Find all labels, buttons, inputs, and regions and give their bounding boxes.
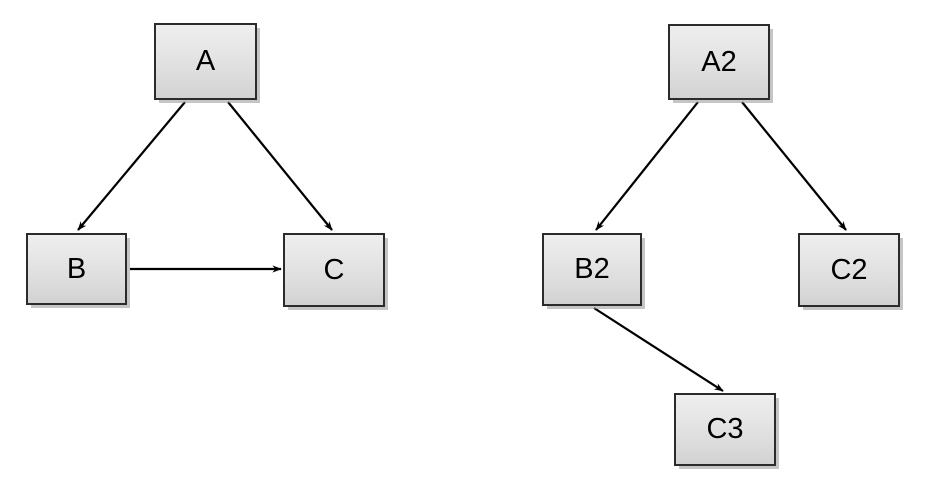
- node-label: A: [195, 45, 216, 77]
- node-a[interactable]: A: [154, 23, 257, 100]
- node-a2[interactable]: A2: [668, 24, 770, 100]
- node-label: B2: [574, 253, 610, 285]
- node-label: C: [323, 253, 345, 286]
- node-b[interactable]: B: [26, 233, 127, 305]
- edge-a-to-b: [77, 101, 186, 231]
- edge-a-to-c: [227, 101, 333, 231]
- node-b2[interactable]: B2: [542, 233, 642, 306]
- node-label: B: [66, 252, 87, 285]
- node-c3[interactable]: C3: [674, 393, 776, 466]
- node-label: C3: [706, 413, 744, 445]
- node-label: C2: [830, 253, 868, 286]
- edge-a2-to-b2: [595, 101, 699, 231]
- edge-b2-to-c3: [593, 307, 724, 392]
- node-label: A2: [701, 45, 737, 78]
- node-c2[interactable]: C2: [798, 233, 900, 307]
- edge-a2-to-c2: [741, 101, 847, 231]
- node-c[interactable]: C: [283, 233, 385, 307]
